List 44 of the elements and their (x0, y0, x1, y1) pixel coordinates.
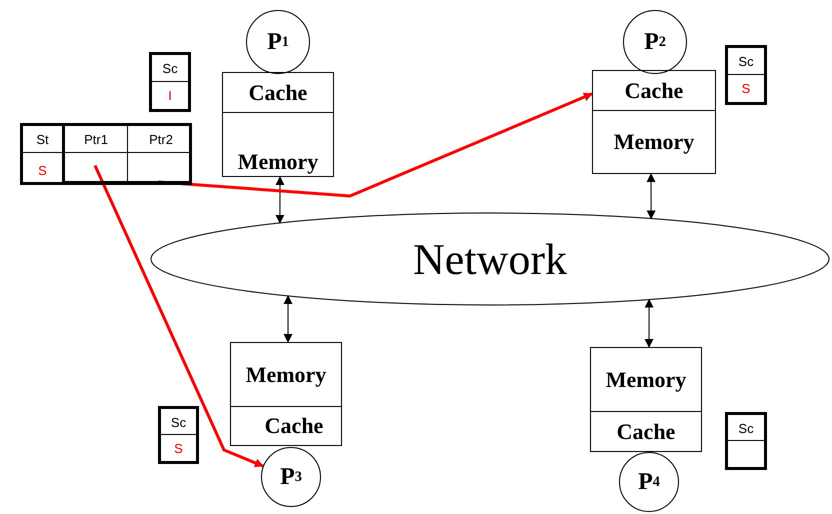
cache-box (230, 406, 342, 446)
box-label: Cache (264, 412, 324, 440)
state-table (158, 406, 199, 464)
table-text: Sc (737, 53, 755, 71)
table-text: I (167, 87, 173, 105)
table-text: Ptr1 (83, 130, 109, 148)
arrow (646, 173, 656, 220)
memory-box (222, 72, 334, 113)
arrow (275, 176, 284, 224)
memory-box (590, 347, 702, 412)
state-table (149, 52, 191, 112)
processor-circle (623, 10, 687, 74)
table-text: S (173, 440, 184, 458)
table-text: S (740, 80, 752, 98)
memory-box (222, 112, 334, 177)
processor-circle (261, 447, 321, 507)
arrow (644, 298, 654, 348)
directory-table (20, 123, 192, 185)
box-label: Cache (248, 78, 308, 106)
state-table (725, 45, 767, 105)
box-label: Memory (612, 128, 696, 156)
arrow (94, 164, 264, 468)
memory-box (590, 411, 702, 452)
arrow (158, 92, 593, 198)
processor-circle (246, 10, 310, 74)
box-label: Memory (236, 148, 320, 176)
processor-circle (619, 452, 679, 512)
table-text: Sc (737, 420, 755, 438)
memory-box (592, 110, 716, 174)
box-label: Cache (616, 418, 676, 446)
network-ellipse (150, 212, 830, 306)
network-label: Network (412, 234, 568, 286)
table-text: Sc (161, 60, 179, 78)
state-table (725, 412, 767, 470)
memory-box (592, 70, 716, 111)
table-text: S (37, 162, 48, 180)
table-text: St (35, 130, 50, 148)
table-text: Ptr2 (148, 130, 174, 148)
arrow (284, 295, 293, 343)
box-label: Memory (604, 366, 688, 394)
box-label: Memory (244, 360, 328, 389)
memory-box (230, 342, 342, 407)
table-text: Sc (170, 414, 188, 432)
box-label: Cache (624, 76, 684, 104)
